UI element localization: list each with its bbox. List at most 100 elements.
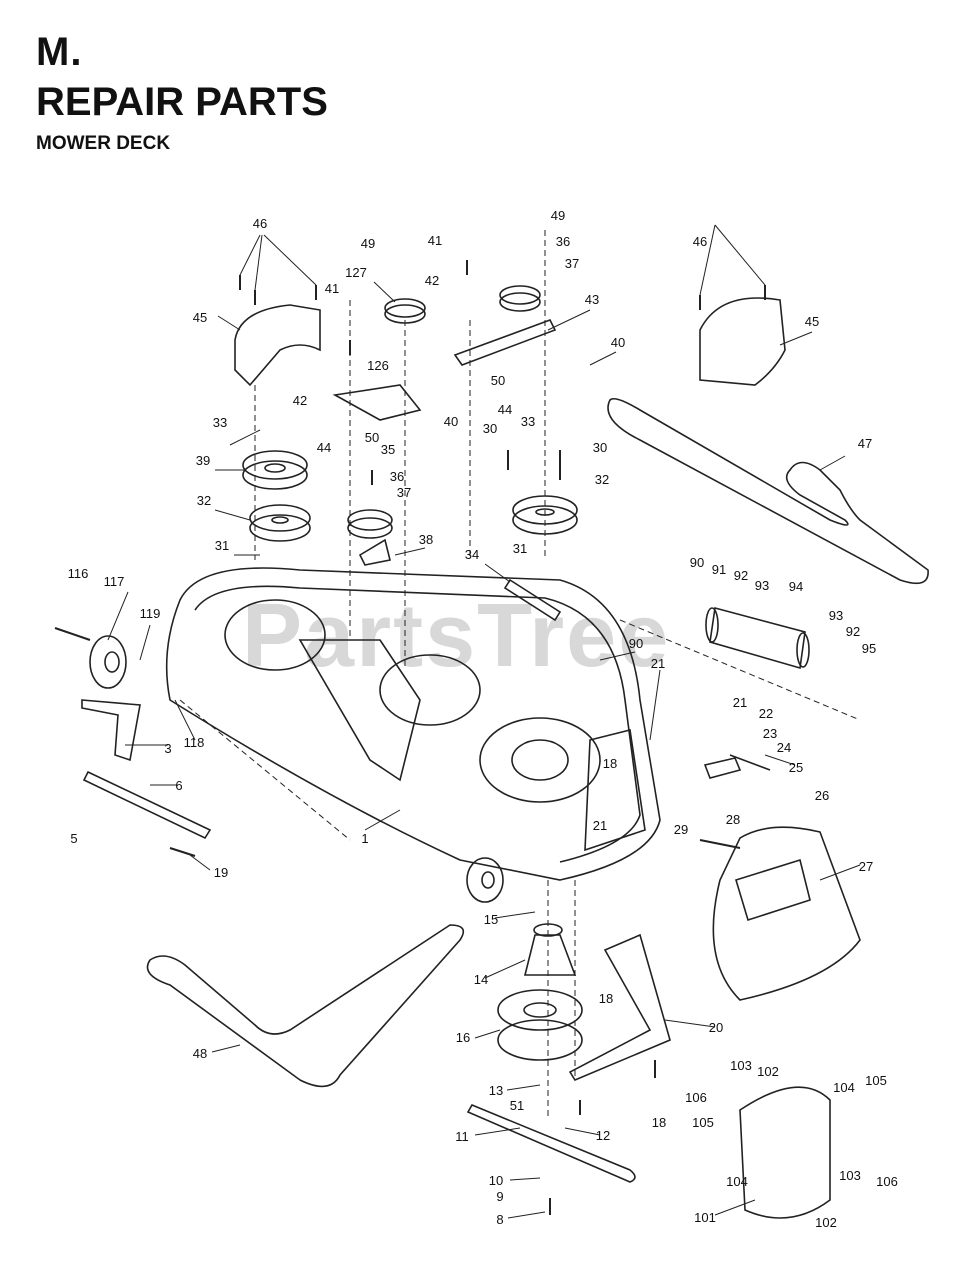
baffle-20	[568, 933, 671, 1082]
idler-arm-43	[453, 319, 557, 366]
rear-wheel	[466, 857, 504, 903]
pulley-37-center	[347, 509, 393, 539]
discharge-chute-27	[712, 826, 861, 1001]
belt-47	[607, 397, 929, 585]
arm-34	[503, 578, 562, 622]
part-number-label: 27	[859, 859, 873, 874]
part-number-label: 14	[474, 972, 488, 987]
part-number-label: 31	[215, 538, 229, 553]
part-number-label: 9	[496, 1189, 503, 1204]
part-number-label: 94	[789, 579, 803, 594]
bar-6	[82, 770, 212, 840]
bracket-38	[358, 538, 391, 566]
page-subtitle: MOWER DECK	[36, 133, 171, 154]
part-number-label: 39	[196, 453, 210, 468]
part-number-label: 92	[734, 568, 748, 583]
part-number-label: 95	[862, 641, 876, 656]
blade-11	[466, 1103, 636, 1183]
part-number-label: 90	[690, 555, 704, 570]
part-number-label: 26	[815, 788, 829, 803]
part-number-label: 16	[456, 1030, 470, 1045]
part-number-label: 46	[693, 234, 707, 249]
part-number-label: 24	[777, 740, 791, 755]
part-number-label: 103	[839, 1168, 861, 1183]
wheel-117	[89, 635, 127, 689]
page-title: REPAIR PARTS	[36, 80, 328, 124]
part-number-label: 49	[361, 236, 375, 251]
part-number-label: 119	[140, 606, 161, 621]
bracket-126	[332, 384, 422, 421]
part-number-label: 102	[757, 1064, 779, 1079]
part-number-label: 23	[763, 726, 777, 741]
part-number-label: 38	[419, 532, 433, 547]
part-number-label: 10	[489, 1173, 503, 1188]
part-number-label: 40	[444, 414, 458, 429]
part-number-label: 45	[193, 310, 207, 325]
part-number-label: 34	[465, 547, 479, 562]
part-number-label: 13	[489, 1083, 503, 1098]
part-number-label: 44	[498, 402, 512, 417]
spring-25	[729, 754, 771, 771]
part-number-label: 12	[596, 1128, 610, 1143]
part-number-label: 106	[685, 1090, 707, 1105]
mulch-plug-101	[739, 1086, 831, 1219]
part-number-labels: 4645414912741424936374340464542126504433…	[68, 208, 898, 1230]
part-number-label: 47	[858, 436, 872, 451]
pulley-127	[384, 298, 426, 324]
section-letter: M.	[36, 30, 83, 74]
part-number-label: 15	[484, 912, 498, 927]
bracket-23	[703, 757, 742, 779]
belt-cover-45-right	[699, 297, 786, 386]
part-number-label: 103	[730, 1058, 752, 1073]
part-number-label: 104	[833, 1080, 855, 1095]
part-number-label: 93	[755, 578, 769, 593]
part-number-label: 11	[455, 1129, 469, 1144]
part-number-label: 22	[759, 706, 773, 721]
part-number-label: 21	[733, 695, 747, 710]
part-number-label: 37	[565, 256, 579, 271]
part-number-label: 32	[197, 493, 211, 508]
part-number-label: 102	[815, 1215, 837, 1230]
part-number-label: 33	[213, 415, 227, 430]
part-number-label: 118	[184, 735, 205, 750]
part-number-label: 43	[585, 292, 599, 307]
part-number-label: 6	[175, 778, 182, 793]
part-number-label: 50	[365, 430, 379, 445]
part-number-label: 37	[397, 485, 411, 500]
part-number-label: 104	[726, 1174, 748, 1189]
part-number-label: 20	[709, 1020, 723, 1035]
part-number-label: 117	[104, 574, 125, 589]
housing-16	[497, 989, 583, 1061]
part-number-label: 18	[599, 991, 613, 1006]
bracket-3	[81, 699, 141, 762]
part-number-label: 36	[390, 469, 404, 484]
part-number-label: 30	[593, 440, 607, 455]
part-number-label: 92	[846, 624, 860, 639]
part-number-label: 106	[876, 1174, 898, 1189]
spindle-14	[523, 923, 577, 976]
part-number-label: 36	[556, 234, 570, 249]
part-number-label: 51	[510, 1098, 524, 1113]
part-number-label: 48	[193, 1046, 207, 1061]
part-number-label: 126	[367, 358, 389, 373]
part-number-label: 21	[651, 656, 665, 671]
part-number-label: 105	[692, 1115, 714, 1130]
part-number-label: 41	[428, 233, 442, 248]
part-number-label: 90	[629, 636, 643, 651]
part-number-label: 127	[345, 265, 367, 280]
part-number-label: 25	[789, 760, 803, 775]
part-number-label: 5	[70, 831, 77, 846]
belt-48	[146, 924, 465, 1088]
part-number-label: 50	[491, 373, 505, 388]
pulley-32-left	[249, 504, 311, 542]
part-number-label: 28	[726, 812, 740, 827]
part-number-label: 18	[603, 756, 617, 771]
part-number-label: 45	[805, 314, 819, 329]
mower-deck-housing	[165, 567, 661, 881]
part-number-label: 30	[483, 421, 497, 436]
part-number-label: 1	[361, 831, 368, 846]
part-number-label: 29	[674, 822, 688, 837]
watermark: PartsTree	[242, 586, 671, 686]
part-number-label: 40	[611, 335, 625, 350]
